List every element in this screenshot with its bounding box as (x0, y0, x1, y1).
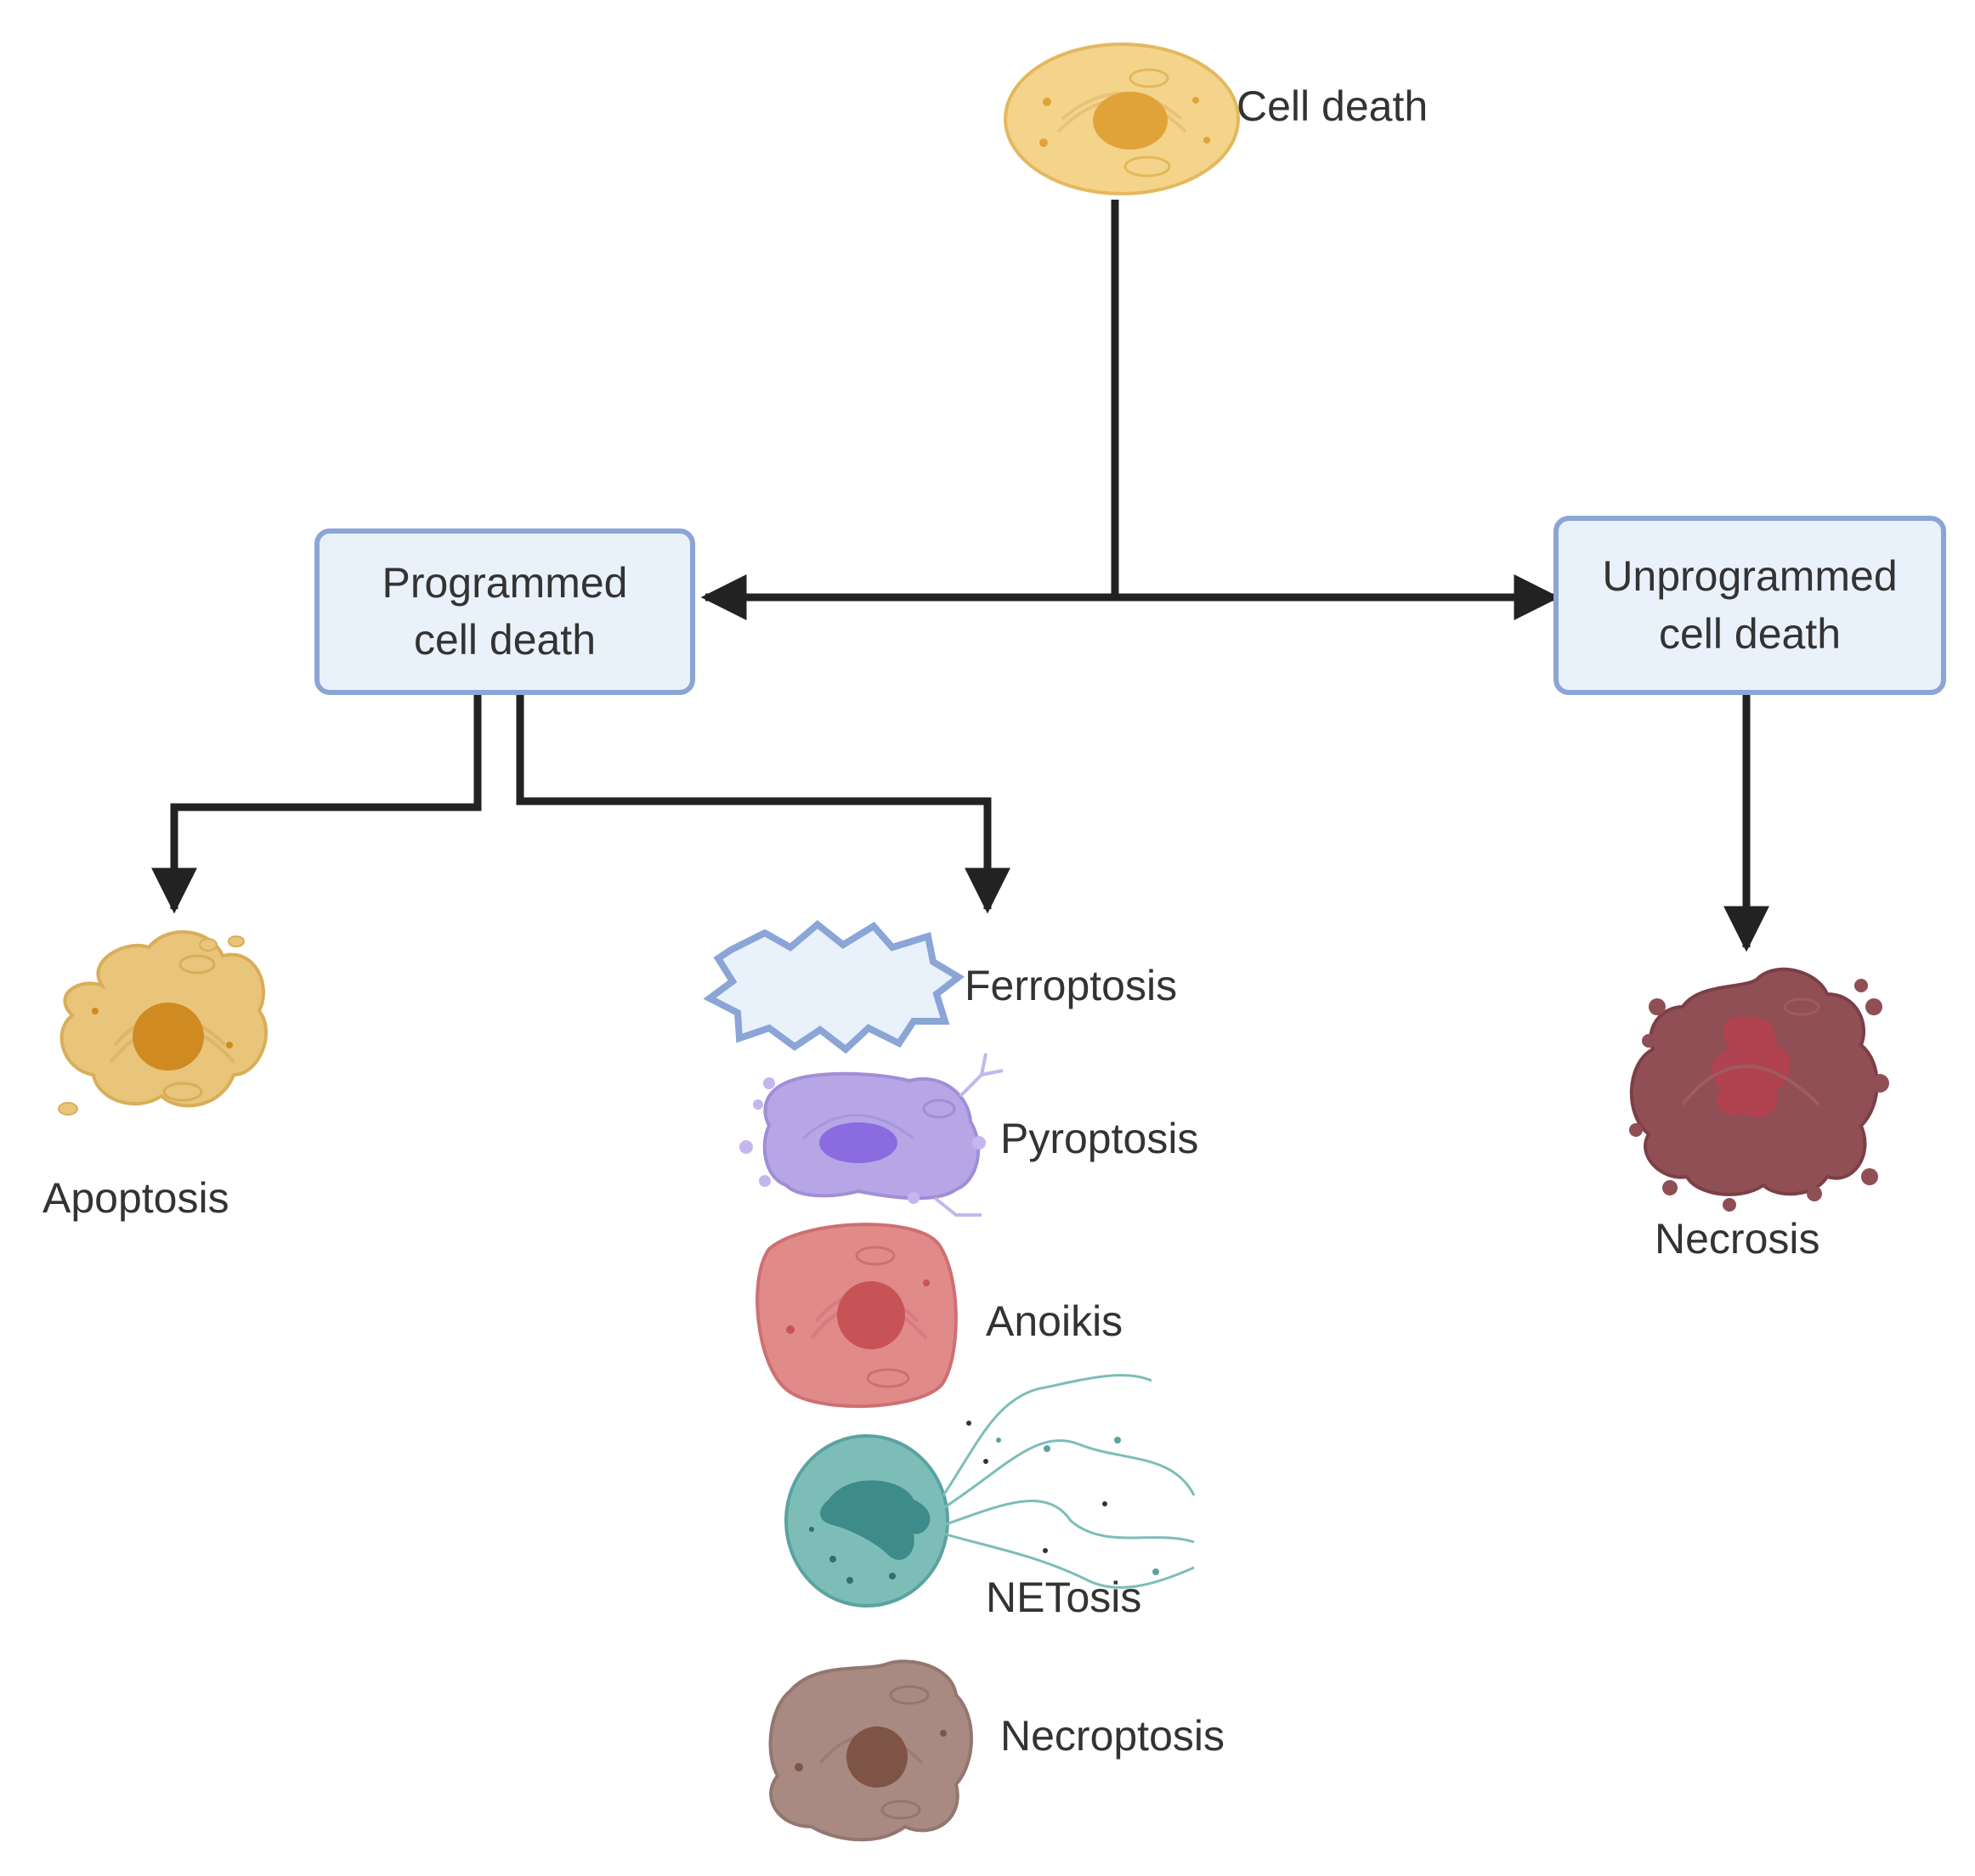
connector-lines (151, 200, 1769, 952)
programmed-cell-death-box: Programmed cell death (314, 528, 695, 695)
programmed-line1: Programmed (382, 558, 628, 607)
apoptosis-cell-icon (58, 930, 269, 1116)
arrow-to-regulated-group (516, 695, 1010, 914)
unprogrammed-line1: Unprogrammed (1602, 552, 1898, 600)
label-anoikis: Anoikis (986, 1297, 1123, 1345)
netosis-cell-icon (784, 1374, 1196, 1608)
programmed-line2: cell death (413, 616, 597, 664)
anoikis-cell-icon (755, 1223, 958, 1409)
unprogrammed-line2: cell death (1658, 609, 1842, 658)
pyroptosis-cell-icon (739, 1053, 1004, 1217)
root-cell-icon (1004, 42, 1240, 195)
label-ferroptosis: Ferroptosis (965, 962, 1178, 1009)
unprogrammed-cell-death-box: Unprogrammed cell death (1553, 516, 1946, 695)
label-netosis: NETosis (986, 1574, 1142, 1621)
necroptosis-cell-icon (768, 1659, 973, 1842)
label-pyroptosis: Pyroptosis (1000, 1115, 1199, 1162)
arrow-to-apoptosis (151, 695, 482, 914)
root-label-cell-death: Cell death (1236, 82, 1429, 130)
necrosis-cell-icon (1629, 967, 1889, 1212)
label-necrosis: Necrosis (1655, 1215, 1820, 1263)
label-necroptosis: Necroptosis (1000, 1712, 1225, 1760)
label-apoptosis: Apoptosis (42, 1174, 229, 1222)
ferroptosis-cell-icon (703, 919, 965, 1054)
